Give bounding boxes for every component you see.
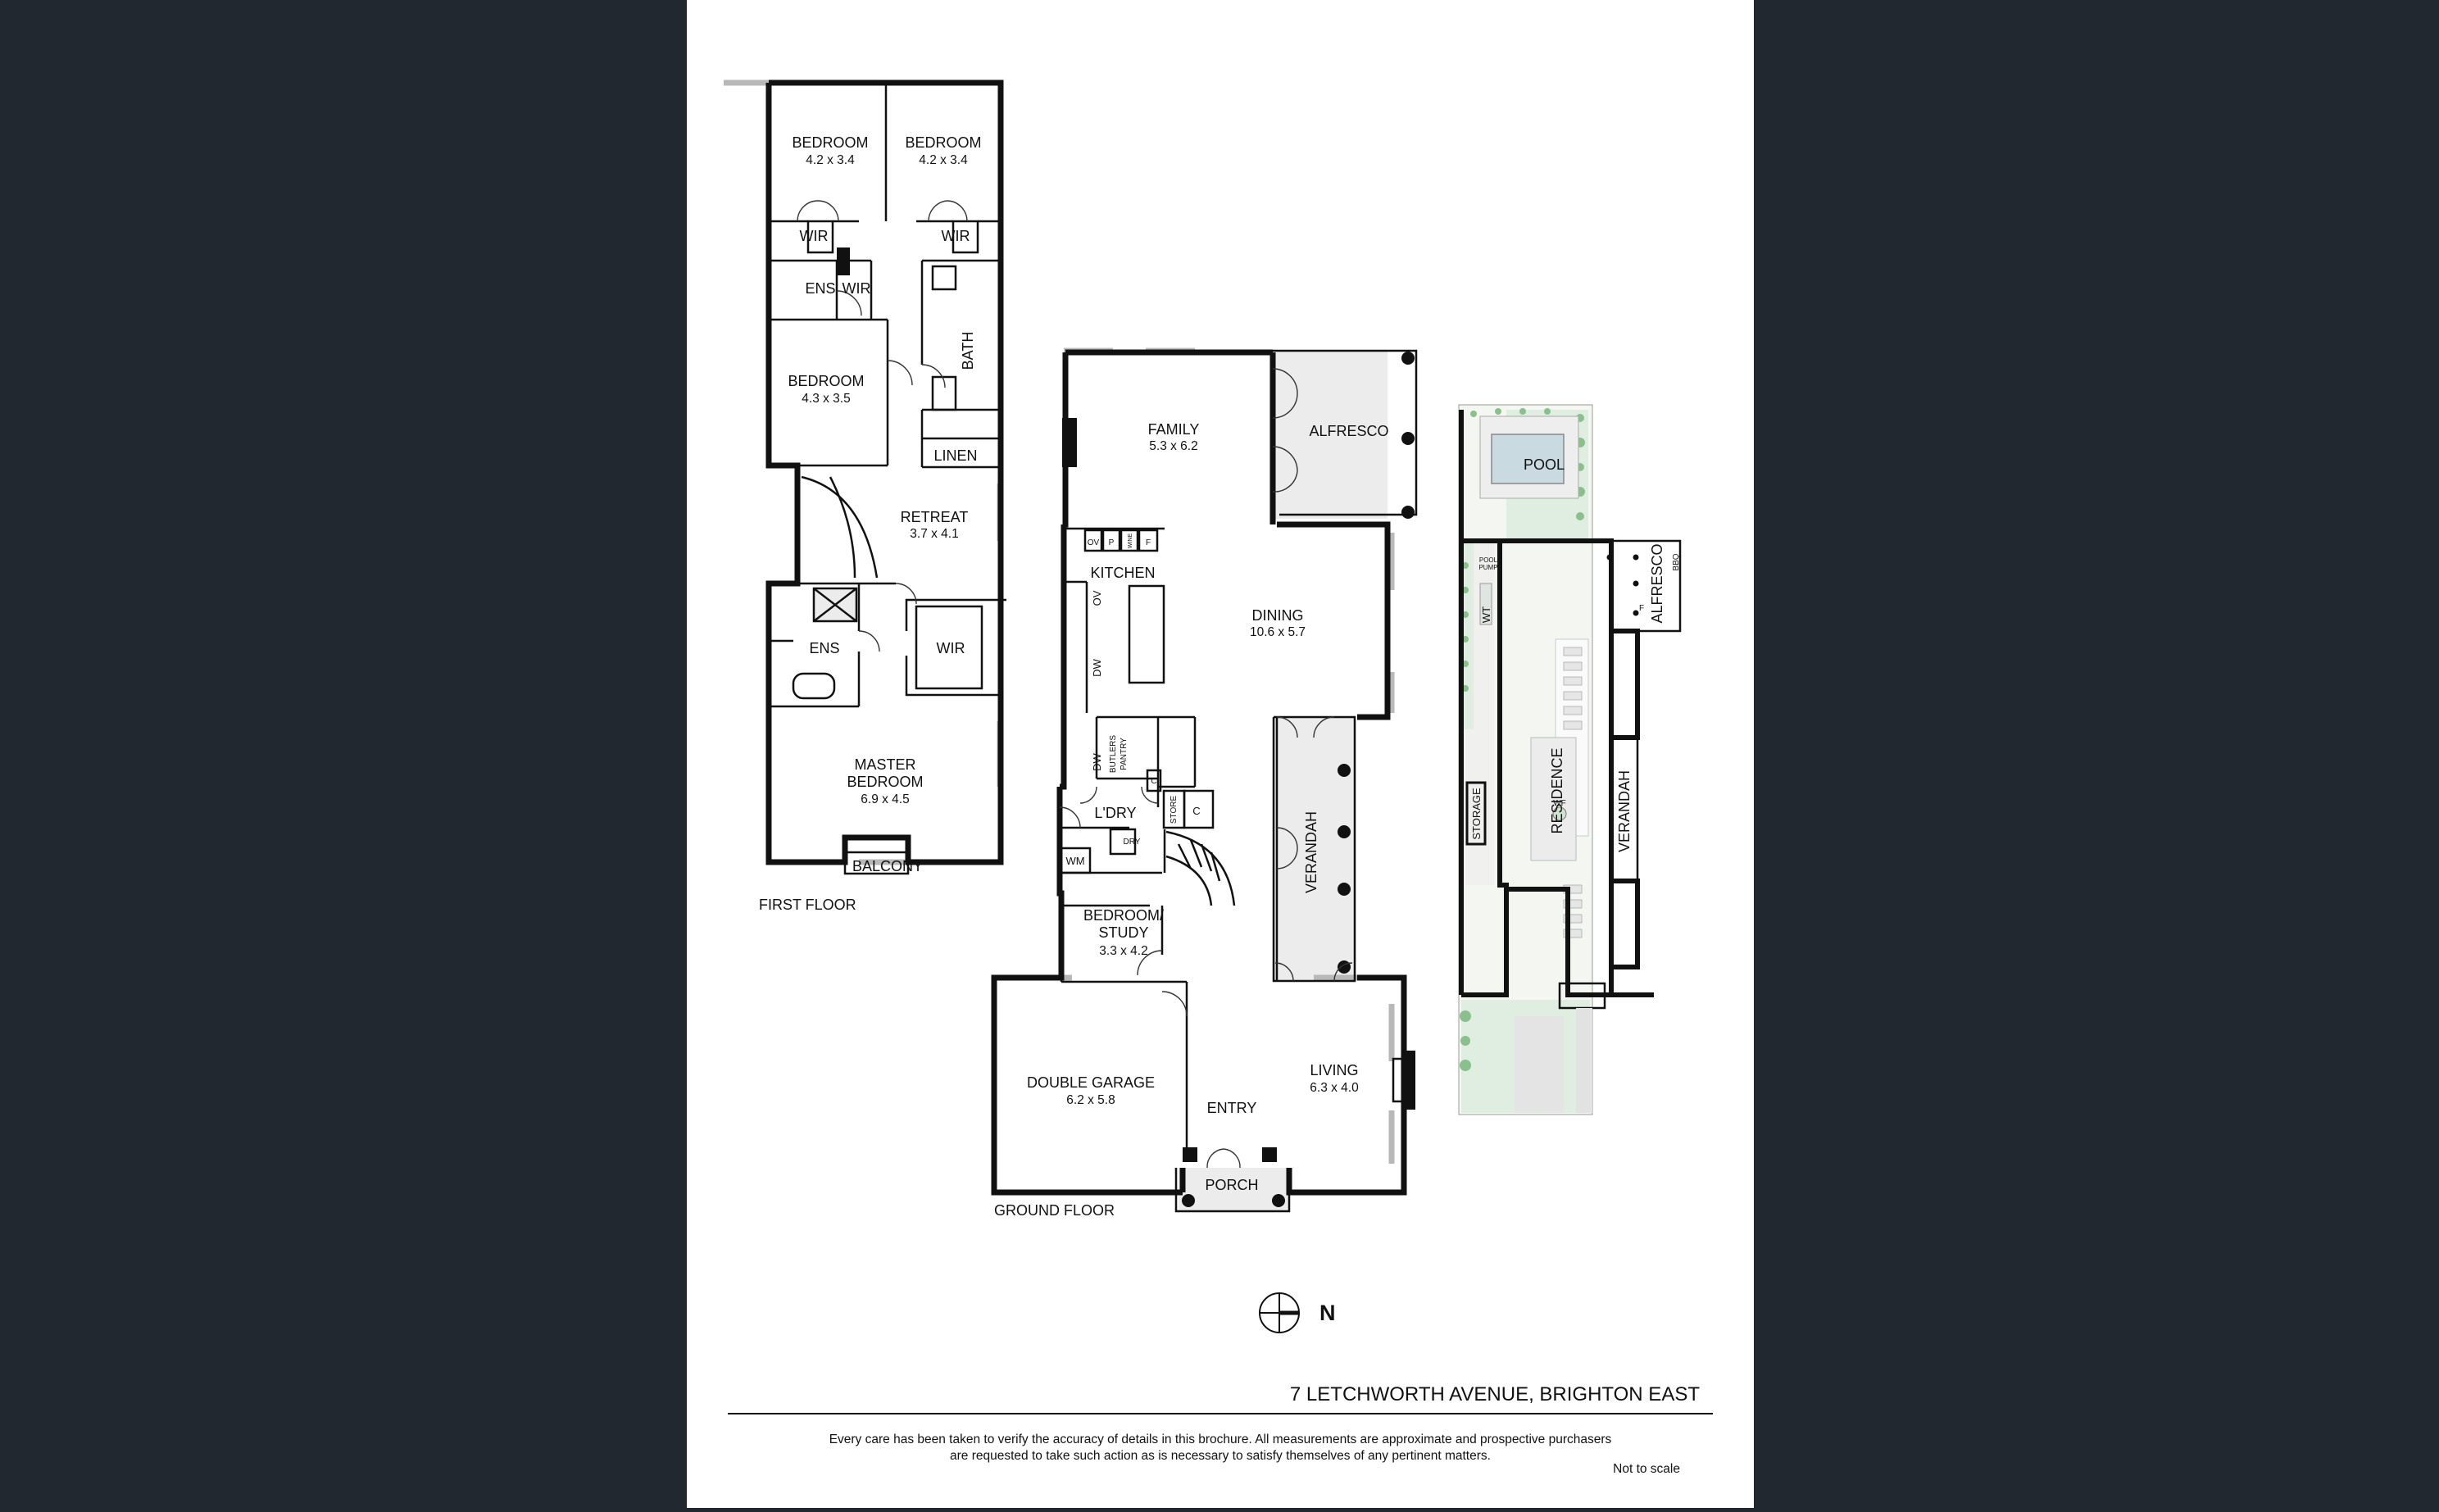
room-dining-dims: 10.6 x 5.7 bbox=[1250, 625, 1306, 639]
room-master-line2: BEDROOM bbox=[847, 774, 923, 790]
room-bedroom-nw-dims: 4.2 x 3.4 bbox=[806, 153, 855, 167]
site-wf: WF bbox=[1553, 799, 1566, 808]
ground-floor-plan bbox=[991, 347, 1418, 1213]
room-retreat-dims: 3.7 x 4.1 bbox=[910, 527, 958, 541]
scale-note: Not to scale bbox=[1613, 1462, 1680, 1476]
room-ldry: L'DRY bbox=[1094, 805, 1136, 821]
room-bedroom-study-line1: BEDROOM/ bbox=[1083, 907, 1164, 924]
label-wm: WM bbox=[1065, 855, 1084, 867]
ground-floor-label: GROUND FLOOR bbox=[994, 1202, 1115, 1219]
floorplan-drawing: BEDROOM 4.2 x 3.4 BEDROOM 4.2 x 3.4 WIR … bbox=[724, 79, 1713, 1476]
room-bedroom-w-dims: 4.3 x 3.5 bbox=[802, 392, 850, 406]
room-ens-1: ENS bbox=[805, 280, 835, 297]
label-dw-butler: DW bbox=[1091, 752, 1103, 770]
room-master-line1: MASTER bbox=[854, 756, 915, 773]
site-f: F bbox=[1639, 604, 1644, 613]
label-pantry: PANTRY bbox=[1120, 738, 1129, 770]
room-family: FAMILY bbox=[1148, 421, 1200, 438]
room-bedroom-nw: BEDROOM bbox=[792, 134, 868, 151]
label-c1: C bbox=[1151, 777, 1156, 786]
room-entry: ENTRY bbox=[1207, 1100, 1257, 1116]
disclaimer-line-2: are requested to take such action as is … bbox=[950, 1449, 1491, 1463]
room-balcony: BALCONY bbox=[852, 858, 923, 874]
label-ov-top: OV bbox=[1088, 538, 1100, 547]
room-dining: DINING bbox=[1252, 607, 1304, 624]
room-family-dims: 5.3 x 6.2 bbox=[1149, 439, 1197, 453]
disclaimer-line-1: Every care has been taken to verify the … bbox=[829, 1433, 1612, 1446]
label-wine: WINE bbox=[1128, 534, 1133, 549]
room-alfresco: ALFRESCO bbox=[1309, 423, 1388, 439]
label-dw-side: DW bbox=[1091, 658, 1103, 676]
room-bedroom-study-line2: STUDY bbox=[1098, 924, 1148, 941]
first-floor-plan bbox=[724, 79, 1006, 875]
room-kitchen: KITCHEN bbox=[1090, 565, 1155, 581]
site-verandah: VERANDAH bbox=[1616, 770, 1633, 852]
site-residence: RESIDENCE bbox=[1549, 747, 1565, 833]
site-pool-pump-2: PUMP bbox=[1478, 564, 1497, 571]
room-wir-3: WIR bbox=[843, 280, 871, 297]
site-plan bbox=[1458, 404, 1682, 1115]
room-porch: PORCH bbox=[1205, 1177, 1258, 1193]
room-master-dims: 6.9 x 4.5 bbox=[861, 792, 909, 806]
site-alfresco: ALFRESCO bbox=[1649, 543, 1665, 623]
room-retreat: RETREAT bbox=[901, 509, 969, 525]
room-living-dims: 6.3 x 4.0 bbox=[1310, 1081, 1359, 1095]
site-bbq: BBQ bbox=[1672, 553, 1681, 570]
room-bedroom-ne-dims: 4.2 x 3.4 bbox=[919, 153, 968, 167]
label-c2: C bbox=[1192, 805, 1200, 817]
room-bedroom-study-dims: 3.3 x 4.2 bbox=[1099, 944, 1147, 958]
room-ens-2: ENS bbox=[809, 640, 839, 656]
room-wir-4: WIR bbox=[937, 640, 965, 656]
label-butlers: BUTLERS bbox=[1109, 735, 1118, 773]
site-pool-pump-1: POOL bbox=[1479, 556, 1498, 564]
site-storage: STORAGE bbox=[1470, 788, 1483, 840]
room-linen: LINEN bbox=[933, 447, 977, 464]
room-wir-1: WIR bbox=[800, 228, 829, 244]
room-wir-2: WIR bbox=[942, 228, 970, 244]
property-address: 7 LETCHWORTH AVENUE, BRIGHTON EAST bbox=[1290, 1383, 1700, 1405]
compass-icon bbox=[1259, 1292, 1300, 1333]
room-bath: BATH bbox=[960, 332, 976, 370]
site-pool: POOL bbox=[1524, 456, 1565, 473]
label-f: F bbox=[1146, 538, 1151, 547]
floorplan-sheet: BEDROOM 4.2 x 3.4 BEDROOM 4.2 x 3.4 WIR … bbox=[687, 0, 1754, 1508]
room-garage-dims: 6.2 x 5.8 bbox=[1066, 1093, 1115, 1107]
room-garage: DOUBLE GARAGE bbox=[1027, 1074, 1155, 1091]
label-ov-side: OV bbox=[1091, 590, 1103, 606]
compass-north-label: N bbox=[1319, 1301, 1336, 1325]
site-wt: WT bbox=[1480, 606, 1492, 623]
label-p: P bbox=[1109, 538, 1115, 547]
first-floor-label: FIRST FLOOR bbox=[759, 897, 856, 913]
room-living: LIVING bbox=[1310, 1062, 1358, 1078]
room-bedroom-ne: BEDROOM bbox=[905, 134, 981, 151]
room-bedroom-w: BEDROOM bbox=[788, 373, 864, 389]
label-store: STORE bbox=[1170, 796, 1179, 824]
label-dry: DRY bbox=[1124, 838, 1141, 847]
room-verandah: VERANDAH bbox=[1303, 811, 1319, 893]
